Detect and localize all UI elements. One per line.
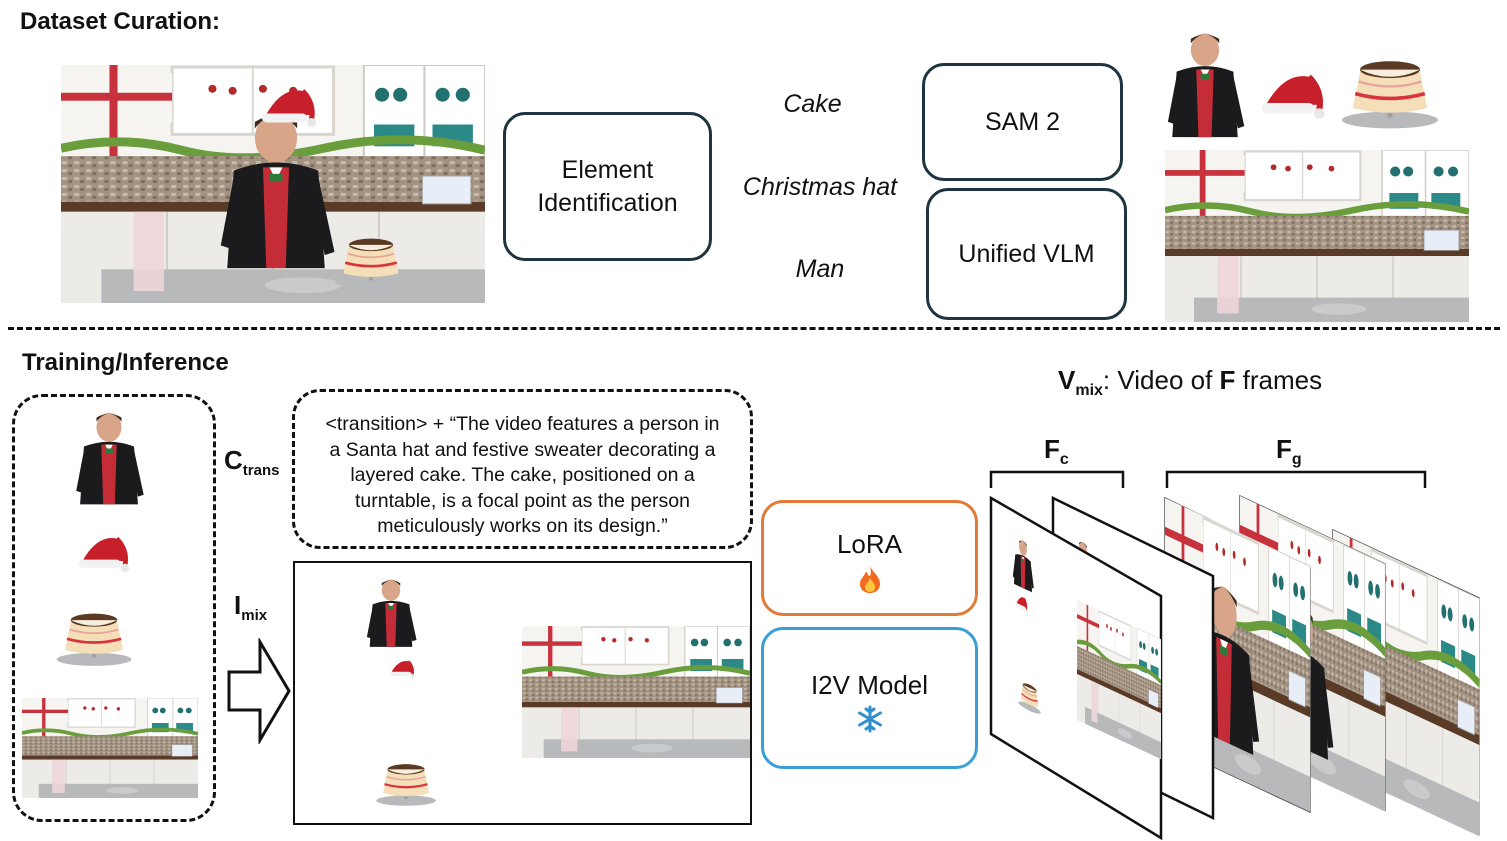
vmix-text: : Video of: [1102, 365, 1220, 395]
vmix-bold-f: F: [1219, 365, 1236, 395]
mixed-hat-image: [388, 659, 416, 680]
fc-main: F: [1044, 434, 1060, 464]
c-trans-main: C: [224, 445, 243, 475]
segmented-hat-image: [1258, 64, 1328, 128]
vmix-main: V: [1058, 365, 1076, 395]
segmented-cake-image: [1336, 40, 1444, 140]
i-mix-main: I: [234, 590, 242, 620]
lora-box: LoRA: [761, 500, 978, 616]
input-man-image: [76, 412, 144, 505]
fg-bracket: [1165, 470, 1427, 488]
hollow-arrow-icon: [227, 638, 291, 744]
input-background-image: [22, 698, 198, 798]
element-label-cake: Cake: [783, 90, 842, 118]
sam2-label: SAM 2: [984, 107, 1061, 136]
unified-vlm-box: Unified VLM: [926, 188, 1127, 320]
input-elements-panel: [12, 394, 216, 822]
caption-box: <transition> + “The video features a per…: [292, 389, 753, 549]
background-plate-image: [1165, 150, 1469, 322]
mixed-cake-image: [375, 763, 437, 807]
i2v-model-label: I2V Model: [810, 670, 929, 700]
caption-line-2: a Santa hat and festive sweater decorati…: [329, 438, 716, 461]
fg-sub: g: [1291, 451, 1302, 469]
snowflake-icon: [857, 705, 882, 733]
c-trans-sub: trans: [242, 462, 280, 480]
element-identification-line2: Identification: [537, 188, 678, 217]
vmix-sub: mix: [1075, 382, 1103, 400]
c-trans-label: Ctrans: [224, 445, 279, 479]
fg-main: F: [1276, 434, 1292, 464]
dataset-curation-heading: Dataset Curation:: [20, 8, 221, 35]
training-inference-heading: Training/Inference: [22, 349, 229, 376]
element-identification-line1: Element: [561, 155, 654, 184]
i-mix-sub: mix: [241, 607, 268, 625]
caption-line-3: layered cake. The cake, positioned on a: [350, 464, 695, 486]
i-mix-label: Imix: [234, 590, 267, 624]
fc-label: Fc: [1044, 434, 1069, 469]
sam2-box: SAM 2: [922, 63, 1123, 181]
i2v-model-box: I2V Model: [761, 627, 978, 769]
element-label-christmas-hat: Christmas hat: [742, 173, 898, 201]
vmix-label: Vmix: Video of F frames: [1058, 365, 1322, 400]
unified-vlm-label: Unified VLM: [958, 239, 1095, 268]
video-frame-stack: [989, 470, 1480, 840]
caption-line-5: meticulously works on its design.”: [377, 515, 668, 537]
vmix-tail: frames: [1235, 365, 1323, 395]
caption-line-1: <transition> + “The video features a per…: [325, 413, 720, 435]
source-video-frame: [61, 65, 485, 303]
element-label-man: Man: [795, 255, 845, 283]
segmented-man-image: [1167, 33, 1245, 138]
input-hat-image: [76, 528, 132, 580]
fg-label: Fg: [1276, 434, 1302, 469]
lora-label: LoRA: [836, 529, 903, 559]
mixed-background-image: [522, 626, 750, 758]
fc-bracket: [989, 470, 1125, 488]
fc-sub: c: [1059, 451, 1069, 469]
input-cake-image: [55, 611, 133, 668]
mixed-man-image: [366, 579, 417, 647]
section-divider: [8, 327, 1500, 330]
fire-icon: [859, 566, 880, 593]
element-identification-box: Element Identification: [503, 112, 712, 261]
caption-line-4: turntable, is a focal point as the perso…: [355, 489, 690, 512]
condition-frame-1: [989, 495, 1163, 840]
